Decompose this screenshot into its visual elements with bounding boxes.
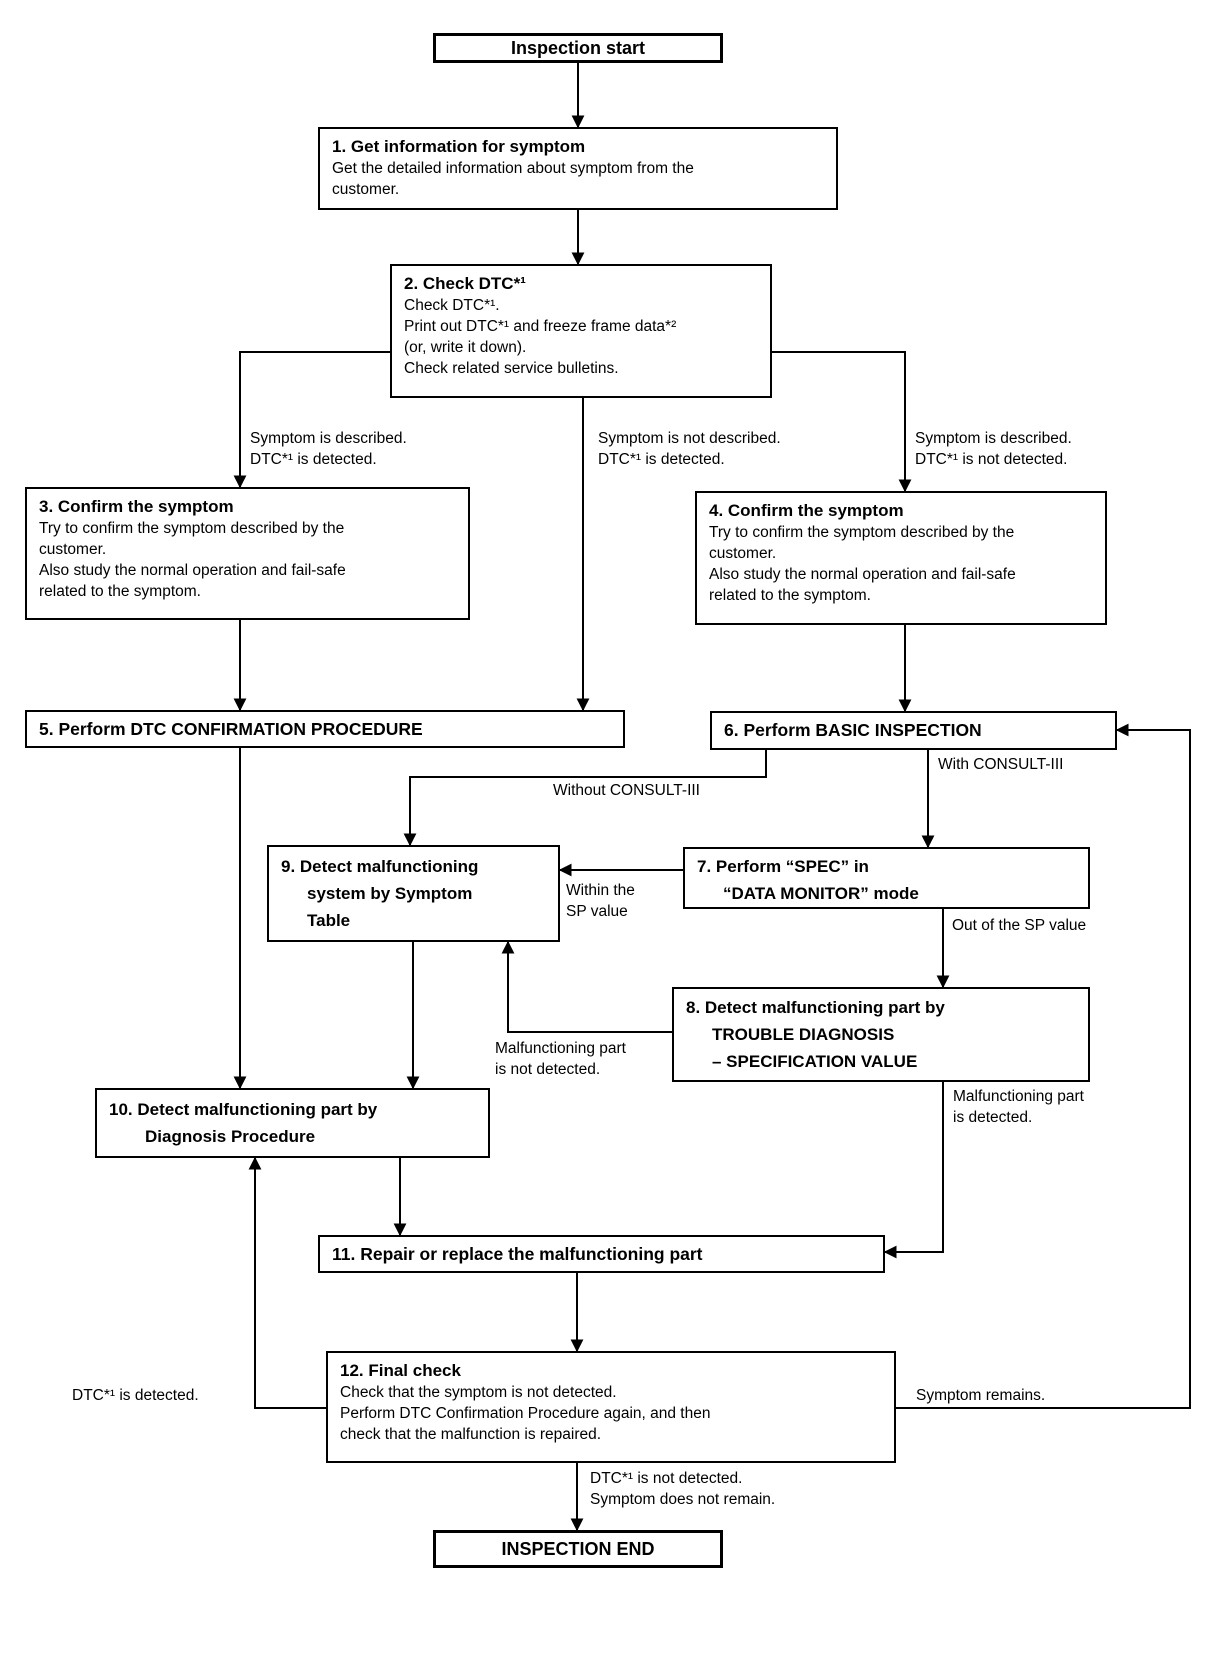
edge-label-line: Symptom is not described. bbox=[598, 430, 781, 447]
box-2-body-line: Print out DTC*¹ and freeze frame data*² bbox=[404, 318, 677, 335]
box-2-body-line: (or, write it down). bbox=[404, 339, 527, 356]
terminal-start-label: Inspection start bbox=[510, 37, 646, 58]
box-2-body-line: Check related service bulletins. bbox=[404, 360, 619, 377]
process-box-1: 1. Get information for symptom Get the d… bbox=[318, 127, 838, 210]
box-12-title: 12. Final check bbox=[340, 1361, 461, 1380]
box-12-body-line: Perform DTC Confirmation Procedure again… bbox=[340, 1405, 711, 1422]
connector-8-to-9 bbox=[501, 940, 672, 1033]
edge-label-line: Malfunctioning part bbox=[495, 1040, 626, 1057]
box-12-body-line: Check that the symptom is not detected. bbox=[340, 1384, 617, 1401]
edge-label-symptom-remains: Symptom remains. bbox=[916, 1387, 1046, 1404]
box-5-title: 5. Perform DTC CONFIRMATION PROCEDURE bbox=[39, 718, 423, 739]
terminal-inspection-start: Inspection start bbox=[433, 33, 723, 63]
edge-label-line: is not detected. bbox=[495, 1061, 601, 1078]
box-3-body-line: related to the symptom. bbox=[39, 583, 201, 600]
process-box-7: 7. Perform “SPEC” in “DATA MONITOR” mode bbox=[683, 847, 1090, 909]
box-3-title: 3. Confirm the symptom bbox=[39, 497, 234, 516]
box-3-body-line: Try to confirm the symptom described by … bbox=[39, 520, 345, 537]
edge-label-within-sp-value: Within the SP value bbox=[566, 880, 635, 922]
process-box-12: 12. Final check Check that the symptom i… bbox=[326, 1351, 896, 1463]
process-box-2: 2. Check DTC*¹ Check DTC*¹. Print out DT… bbox=[390, 264, 772, 398]
box-10-title-line: Diagnosis Procedure bbox=[145, 1127, 316, 1146]
box-9-title-line: 9. Detect malfunctioning bbox=[281, 857, 479, 876]
edge-label-line: DTC*¹ is not detected. bbox=[590, 1470, 743, 1487]
box-4-body-line: Also study the normal operation and fail… bbox=[709, 566, 1016, 583]
edge-label-line: Symptom does not remain. bbox=[590, 1491, 776, 1508]
edge-label-line: Symptom is described. bbox=[915, 430, 1072, 447]
edge-label-symptom-described-dtc-detected: Symptom is described. DTC*¹ is detected. bbox=[250, 428, 407, 470]
edge-label-line: Symptom is described. bbox=[250, 430, 407, 447]
edge-label-line: DTC*¹ is not detected. bbox=[915, 451, 1068, 468]
connector-6-to-9 bbox=[403, 750, 767, 847]
edge-label-with-consult: With CONSULT-III bbox=[938, 756, 1064, 773]
edge-label-out-of-sp-value: Out of the SP value bbox=[952, 917, 1087, 934]
edge-label-line: SP value bbox=[566, 903, 628, 920]
terminal-inspection-end: INSPECTION END bbox=[433, 1530, 723, 1568]
connector-2-to-3 bbox=[233, 351, 390, 489]
connector-8-to-11 bbox=[883, 1082, 944, 1259]
edge-label-symptom-not-described-dtc-detected: Symptom is not described. DTC*¹ is detec… bbox=[598, 428, 781, 470]
box-11-title: 11. Repair or replace the malfunctioning… bbox=[332, 1243, 703, 1264]
connector-12-to-6-loop bbox=[896, 723, 1191, 1409]
box-4-title: 4. Confirm the symptom bbox=[709, 501, 904, 520]
process-box-4: 4. Confirm the symptom Try to confirm th… bbox=[695, 491, 1107, 625]
box-3-body-line: customer. bbox=[39, 541, 107, 558]
box-8-title-line: TROUBLE DIAGNOSIS bbox=[712, 1025, 895, 1044]
box-6-title: 6. Perform BASIC INSPECTION bbox=[724, 720, 982, 740]
edge-label-line: DTC*¹ is detected. bbox=[598, 451, 725, 468]
box-9-title-line: Table bbox=[307, 911, 351, 930]
box-7-title-line: “DATA MONITOR” mode bbox=[723, 884, 919, 903]
box-8-title-line: – SPECIFICATION VALUE bbox=[712, 1052, 918, 1071]
box-12-body-line: check that the malfunction is repaired. bbox=[340, 1426, 602, 1443]
edge-label-without-consult: Without CONSULT-III bbox=[553, 782, 700, 799]
box-2-body-line: Check DTC*¹. bbox=[404, 297, 500, 314]
edge-label-line: is detected. bbox=[953, 1109, 1033, 1126]
box-2-title: 2. Check DTC*¹ bbox=[404, 274, 526, 293]
edge-label-final-ok: DTC*¹ is not detected. Symptom does not … bbox=[590, 1468, 775, 1510]
edge-label-line: Within the bbox=[566, 882, 635, 899]
edge-label-part-detected: Malfunctioning part is detected. bbox=[953, 1086, 1084, 1128]
process-box-11: 11. Repair or replace the malfunctioning… bbox=[318, 1235, 885, 1273]
process-box-5: 5. Perform DTC CONFIRMATION PROCEDURE bbox=[25, 710, 625, 748]
process-box-10: 10. Detect malfunctioning part by Diagno… bbox=[95, 1088, 490, 1158]
box-4-body-line: customer. bbox=[709, 545, 777, 562]
box-4-body-line: related to the symptom. bbox=[709, 587, 871, 604]
process-box-3: 3. Confirm the symptom Try to confirm th… bbox=[25, 487, 470, 620]
connector-12-to-10-loop bbox=[248, 1156, 326, 1409]
connector-2-to-4 bbox=[772, 351, 912, 493]
box-8-title-line: 8. Detect malfunctioning part by bbox=[686, 998, 945, 1017]
box-1-body-line: customer. bbox=[332, 181, 400, 198]
edge-label-line: Malfunctioning part bbox=[953, 1088, 1084, 1105]
process-box-8: 8. Detect malfunctioning part by TROUBLE… bbox=[672, 987, 1090, 1082]
edge-label-part-not-detected: Malfunctioning part is not detected. bbox=[495, 1038, 626, 1080]
box-10-title-line: 10. Detect malfunctioning part by bbox=[109, 1100, 378, 1119]
edge-label-dtc-detected: DTC*¹ is detected. bbox=[72, 1387, 199, 1404]
edge-label-line: DTC*¹ is detected. bbox=[250, 451, 377, 468]
terminal-end-label: INSPECTION END bbox=[501, 1538, 655, 1559]
box-1-title: 1. Get information for symptom bbox=[332, 137, 586, 156]
process-box-9: 9. Detect malfunctioning system by Sympt… bbox=[267, 845, 560, 942]
box-4-body-line: Try to confirm the symptom described by … bbox=[709, 524, 1015, 541]
box-7-title-line: 7. Perform “SPEC” in bbox=[697, 857, 869, 876]
box-9-title-line: system by Symptom bbox=[307, 884, 473, 903]
edge-label-symptom-described-dtc-not-detected: Symptom is described. DTC*¹ is not detec… bbox=[915, 428, 1072, 470]
process-box-6: 6. Perform BASIC INSPECTION bbox=[710, 711, 1117, 750]
box-1-body-line: Get the detailed information about sympt… bbox=[332, 160, 694, 177]
box-3-body-line: Also study the normal operation and fail… bbox=[39, 562, 346, 579]
